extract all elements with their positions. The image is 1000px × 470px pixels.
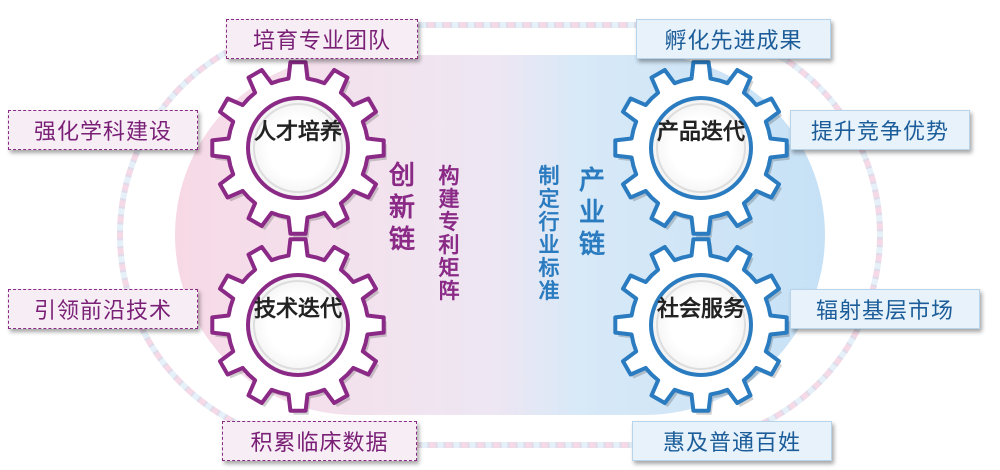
label-improve-competitiveness: 提升竞争优势 [790, 110, 970, 150]
label-accumulate-clinical-data: 积累临床数据 [222, 421, 417, 461]
industry-standard-text: 制定行业标准 [538, 164, 560, 303]
label-benefit-public: 惠及普通百姓 [632, 421, 832, 461]
label-radiate-grassroots: 辐射基层市场 [790, 289, 980, 329]
gear-talent-icon [210, 60, 387, 238]
label-lead-frontier-tech: 引领前沿技术 [8, 289, 198, 329]
chain-loop [117, 22, 883, 448]
gear-tech-text: 技术迭代 [253, 297, 342, 322]
innovation-chain-title: 创新链 [388, 161, 415, 255]
gear-product-icon [613, 60, 790, 238]
patent-matrix-text: 构建专利矩阵 [438, 164, 460, 303]
label-strengthen-discipline: 强化学科建设 [8, 110, 198, 150]
industry-chain-title: 产业链 [578, 166, 605, 260]
gear-talent-text: 人才培养 [253, 120, 342, 145]
gear-service-text: 社会服务 [656, 297, 745, 322]
label-incubate-results: 孵化先进成果 [636, 19, 831, 59]
gear-tech-icon [210, 237, 387, 415]
gear-service-icon [613, 237, 790, 415]
label-cultivate-team: 培育专业团队 [226, 19, 418, 59]
gear-product-text: 产品迭代 [656, 120, 745, 145]
